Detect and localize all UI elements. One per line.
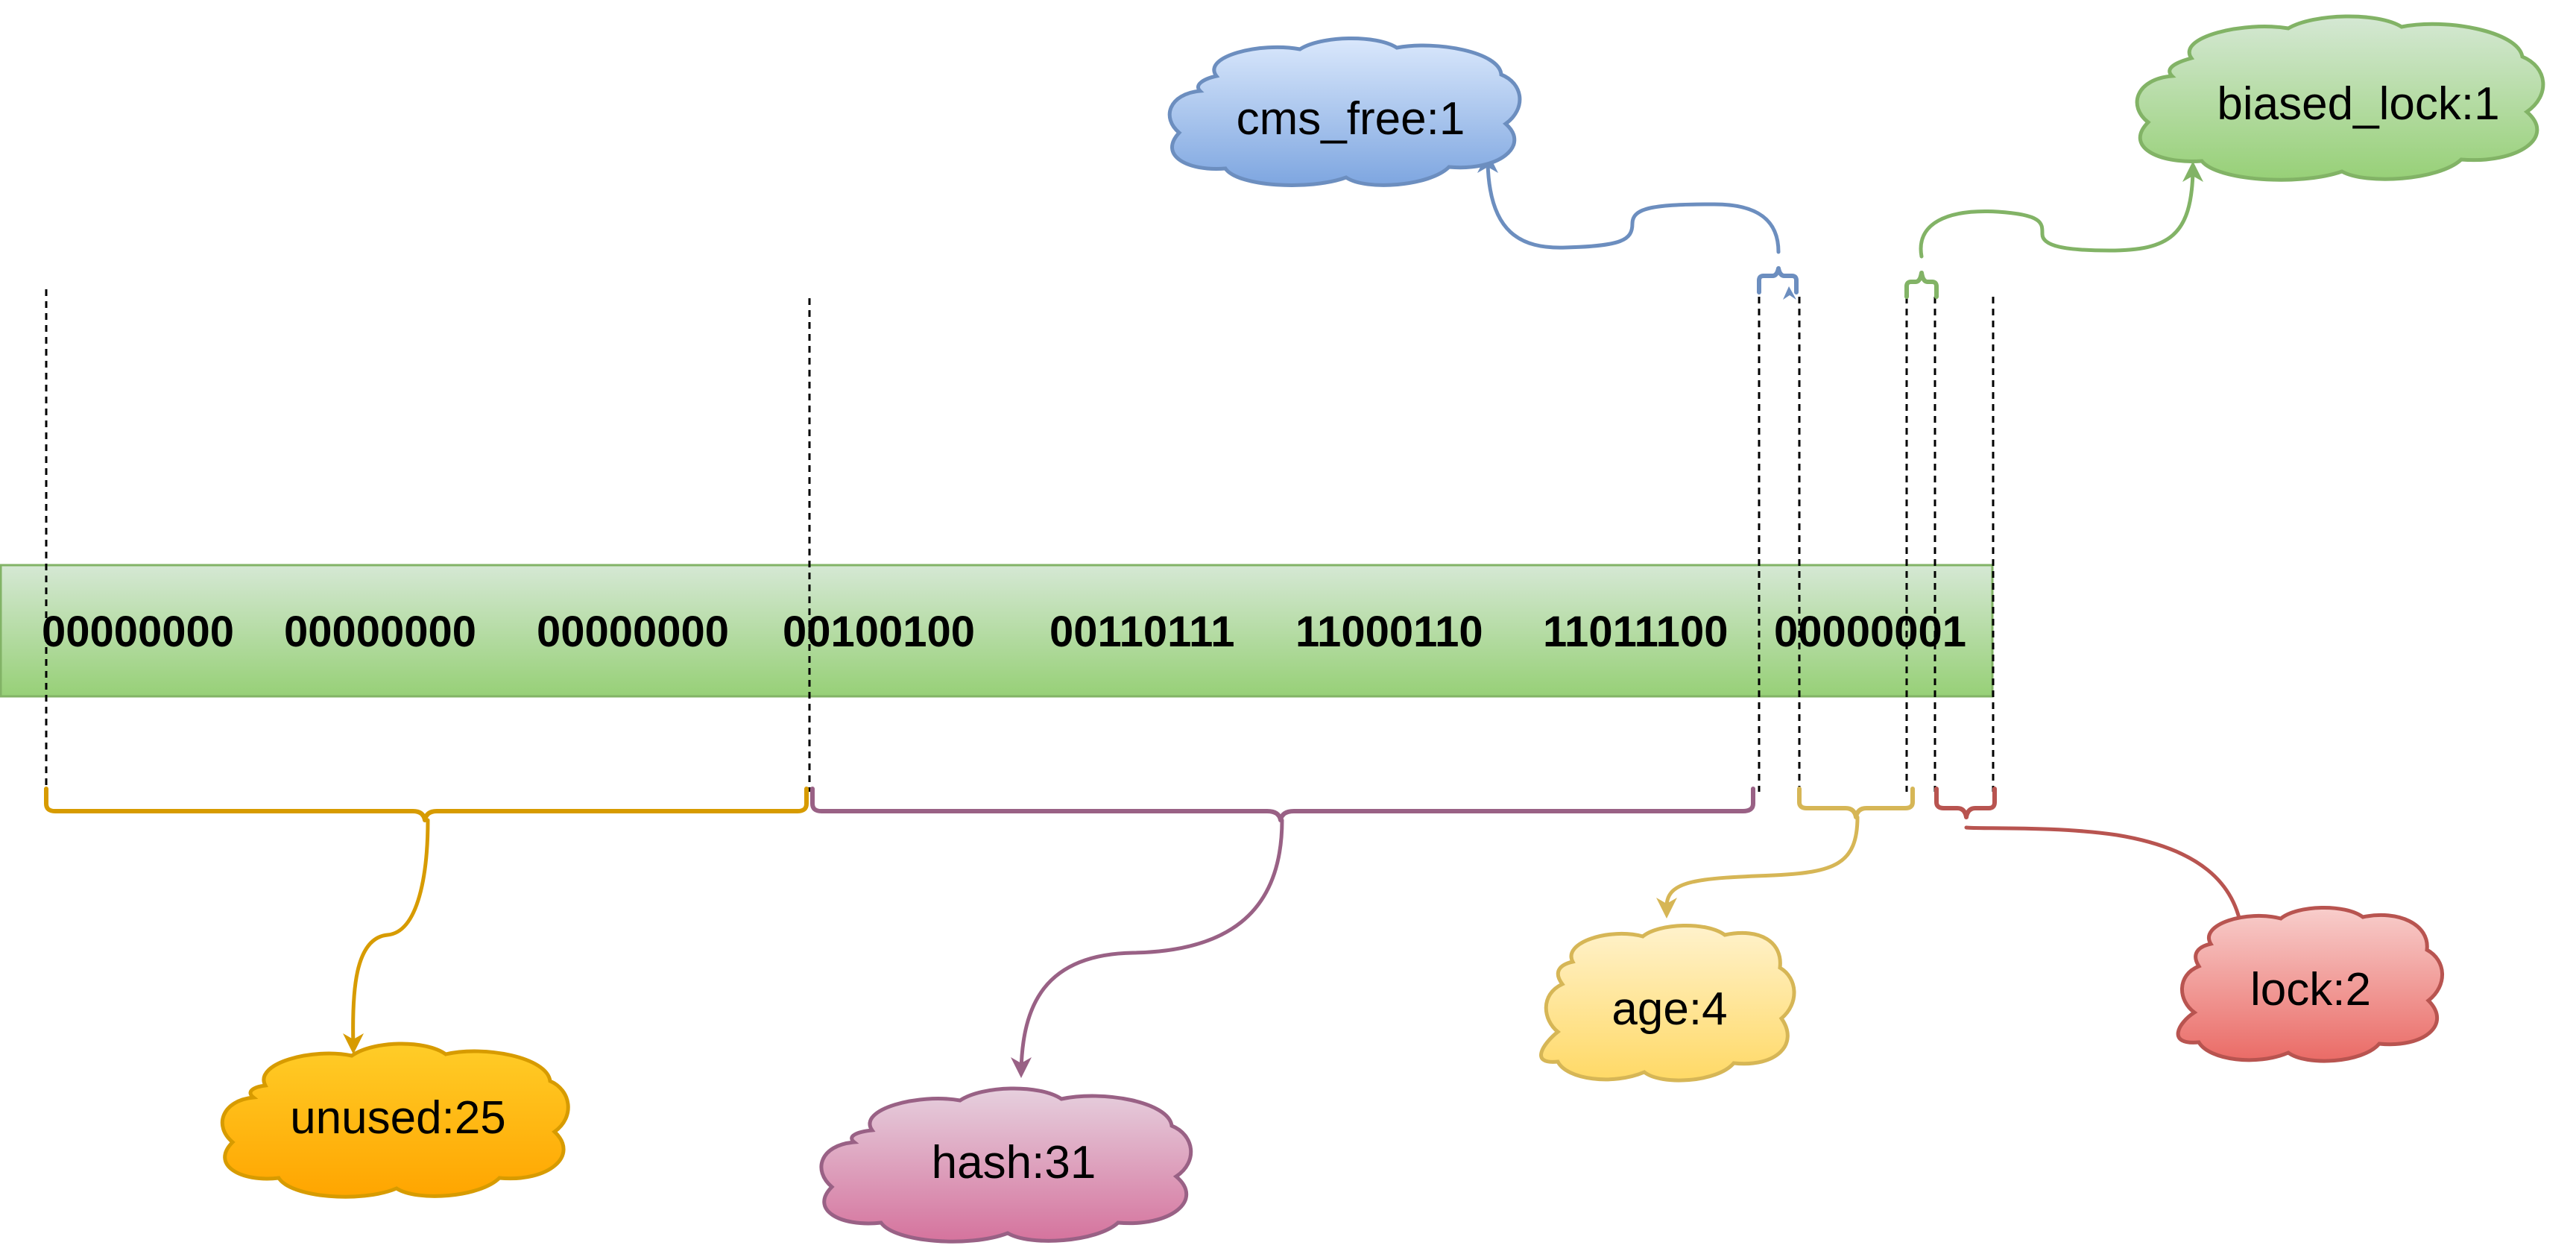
unused-connector bbox=[351, 818, 430, 1049]
biased-lock-brace bbox=[1904, 271, 1939, 299]
biased-lock-connector bbox=[1919, 169, 2195, 259]
register-bar bbox=[0, 564, 1994, 698]
field-boundaries bbox=[45, 289, 1995, 792]
unused-brace bbox=[44, 787, 809, 822]
byte-2: 00000000 bbox=[284, 608, 476, 656]
age-label: age:4 bbox=[1611, 983, 1727, 1035]
byte-4: 00100100 bbox=[783, 608, 975, 656]
byte-1: 00000000 bbox=[42, 608, 234, 656]
cms-free-label: cms_free:1 bbox=[1237, 93, 1465, 145]
cms-free-brace bbox=[1757, 266, 1799, 294]
field-lock: lock:2 bbox=[1934, 787, 2444, 1063]
field-cms-free: cms_free:1 bbox=[1167, 37, 1799, 300]
field-unused: unused:25 bbox=[44, 787, 809, 1199]
unused-arrowhead bbox=[343, 1033, 364, 1054]
cms-free-cloud bbox=[1167, 37, 1522, 187]
hash-connector bbox=[1019, 818, 1284, 1073]
biased-lock-arrowhead bbox=[2182, 161, 2203, 182]
cms-free-arrowhead-small bbox=[1783, 286, 1796, 300]
biased-lock-label: biased_lock:1 bbox=[2217, 78, 2499, 130]
hash-brace bbox=[810, 787, 1755, 822]
byte-7: 11011100 bbox=[1543, 608, 1728, 656]
byte-3: 00000000 bbox=[537, 608, 729, 656]
age-brace bbox=[1797, 787, 1915, 819]
hash-arrowhead bbox=[1011, 1057, 1032, 1078]
unused-label: unused:25 bbox=[290, 1092, 506, 1144]
lock-cloud bbox=[2176, 906, 2444, 1063]
unused-cloud bbox=[220, 1042, 570, 1199]
cms-free-connector bbox=[1486, 160, 1781, 254]
field-age: age:4 bbox=[1539, 787, 1915, 1083]
lock-brace bbox=[1934, 787, 1997, 819]
register-bytes: 00000000 00000000 00000000 00100100 0011… bbox=[42, 608, 1966, 656]
field-biased-lock: biased_lock:1 bbox=[1904, 14, 2545, 299]
biased-lock-cloud bbox=[2135, 14, 2545, 182]
age-connector bbox=[1664, 815, 1860, 909]
lock-label: lock:2 bbox=[2250, 964, 2371, 1015]
hash-label: hash:31 bbox=[932, 1137, 1096, 1188]
age-cloud bbox=[1539, 924, 1796, 1083]
hash-cloud bbox=[819, 1086, 1193, 1244]
byte-5: 00110111 bbox=[1049, 608, 1234, 656]
field-hash: hash:31 bbox=[810, 787, 1755, 1244]
byte-6: 11000110 bbox=[1295, 608, 1483, 656]
lock-connector bbox=[1964, 825, 2244, 936]
age-arrowhead bbox=[1656, 898, 1677, 919]
byte-8: 00000001 bbox=[1774, 608, 1966, 656]
